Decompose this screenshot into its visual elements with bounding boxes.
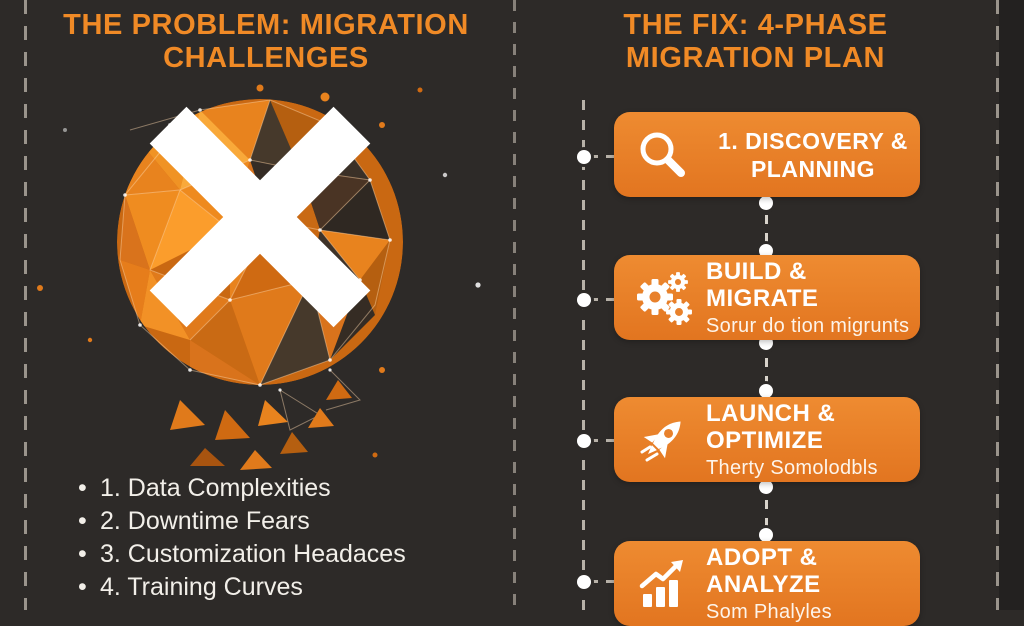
left-title-line2: CHALLENGES [163, 42, 369, 74]
phase-card-build-migrate: BUILD & MIGRATE Sorur do tion migrunts [614, 255, 920, 340]
challenge-text: 1. Data Complexities [100, 474, 331, 502]
timeline-branch-line [590, 298, 616, 301]
gears-icon [634, 269, 692, 327]
connector-dot [759, 480, 773, 494]
timeline-node-dot [577, 434, 591, 448]
timeline-branch-line [590, 439, 616, 442]
bullet-dot: • [78, 507, 87, 535]
broken-sphere-illustration [37, 84, 481, 470]
connector-dot [759, 384, 773, 398]
x-mark-icon [149, 106, 371, 328]
timeline-node-dot [577, 293, 591, 307]
connector-dot [759, 528, 773, 542]
right-title-line1: THE FIX: 4-PHASE [623, 9, 888, 41]
phase-subtitle: Som Phalyles [706, 600, 832, 623]
phase-card-discovery-planning: 1. DISCOVERY & PLANNING [614, 112, 920, 197]
rocket-icon [634, 411, 692, 469]
left-dashed-border [24, 0, 27, 610]
card-connector-line [765, 197, 768, 255]
challenge-text: 2. Downtime Fears [100, 507, 310, 535]
left-title-line1: THE PROBLEM: MIGRATION [63, 9, 469, 41]
timeline-node-dot [577, 150, 591, 164]
card-connector-line [765, 340, 768, 397]
right-dashed-border [996, 0, 999, 610]
challenges-list: • 1. Data Complexities • 2. Downtime Fea… [78, 472, 406, 604]
magnifier-icon [634, 126, 692, 184]
challenge-text: 4. Training Curves [100, 573, 303, 601]
bullet-dot: • [78, 573, 87, 601]
bullet-dot: • [78, 540, 87, 568]
right-margin-strip [999, 0, 1024, 610]
infographic-canvas: { "colors": { "background": "#2d2a28", "… [24, 0, 1024, 626]
phase-title: BUILD & MIGRATE [706, 257, 819, 312]
list-item: • 4. Training Curves [78, 571, 406, 604]
timeline-dashed-line [582, 100, 585, 610]
connector-dot [759, 244, 773, 258]
timeline-branch-line [590, 155, 616, 158]
phase-subtitle: Sorur do tion migrunts [706, 314, 910, 337]
phase-subtitle: Therty Somolodbls [706, 456, 878, 479]
challenge-text: 3. Customization Headaces [100, 540, 406, 568]
sphere-fragments [170, 380, 352, 470]
phase-card-launch-optimize: LAUNCH & OPTIMIZE Therty Somolodbls [614, 397, 920, 482]
connector-dot [759, 196, 773, 210]
list-item: • 2. Downtime Fears [78, 505, 406, 538]
card-connector-line [765, 482, 768, 541]
center-dashed-divider [513, 0, 516, 610]
phase-title: ADOPT & ANALYZE [706, 543, 821, 598]
phase-title: LAUNCH & OPTIMIZE [706, 399, 836, 454]
bar-chart-icon [634, 555, 692, 613]
list-item: • 3. Customization Headaces [78, 538, 406, 571]
right-title-line2: MIGRATION PLAN [625, 42, 886, 74]
phase-title: 1. DISCOVERY & PLANNING [718, 127, 908, 182]
particle-dots [37, 84, 481, 458]
left-panel-title: THE PROBLEM: MIGRATION CHALLENGES [36, 9, 496, 75]
right-panel-title: THE FIX: 4-PHASE MIGRATION PLAN [528, 9, 983, 75]
phase-card-adopt-analyze: ADOPT & ANALYZE Som Phalyles [614, 541, 920, 626]
timeline-branch-line [590, 580, 616, 583]
timeline-node-dot [577, 575, 591, 589]
wireframe-vertex-dots [123, 108, 392, 417]
list-item: • 1. Data Complexities [78, 472, 406, 505]
bullet-dot: • [78, 474, 87, 502]
